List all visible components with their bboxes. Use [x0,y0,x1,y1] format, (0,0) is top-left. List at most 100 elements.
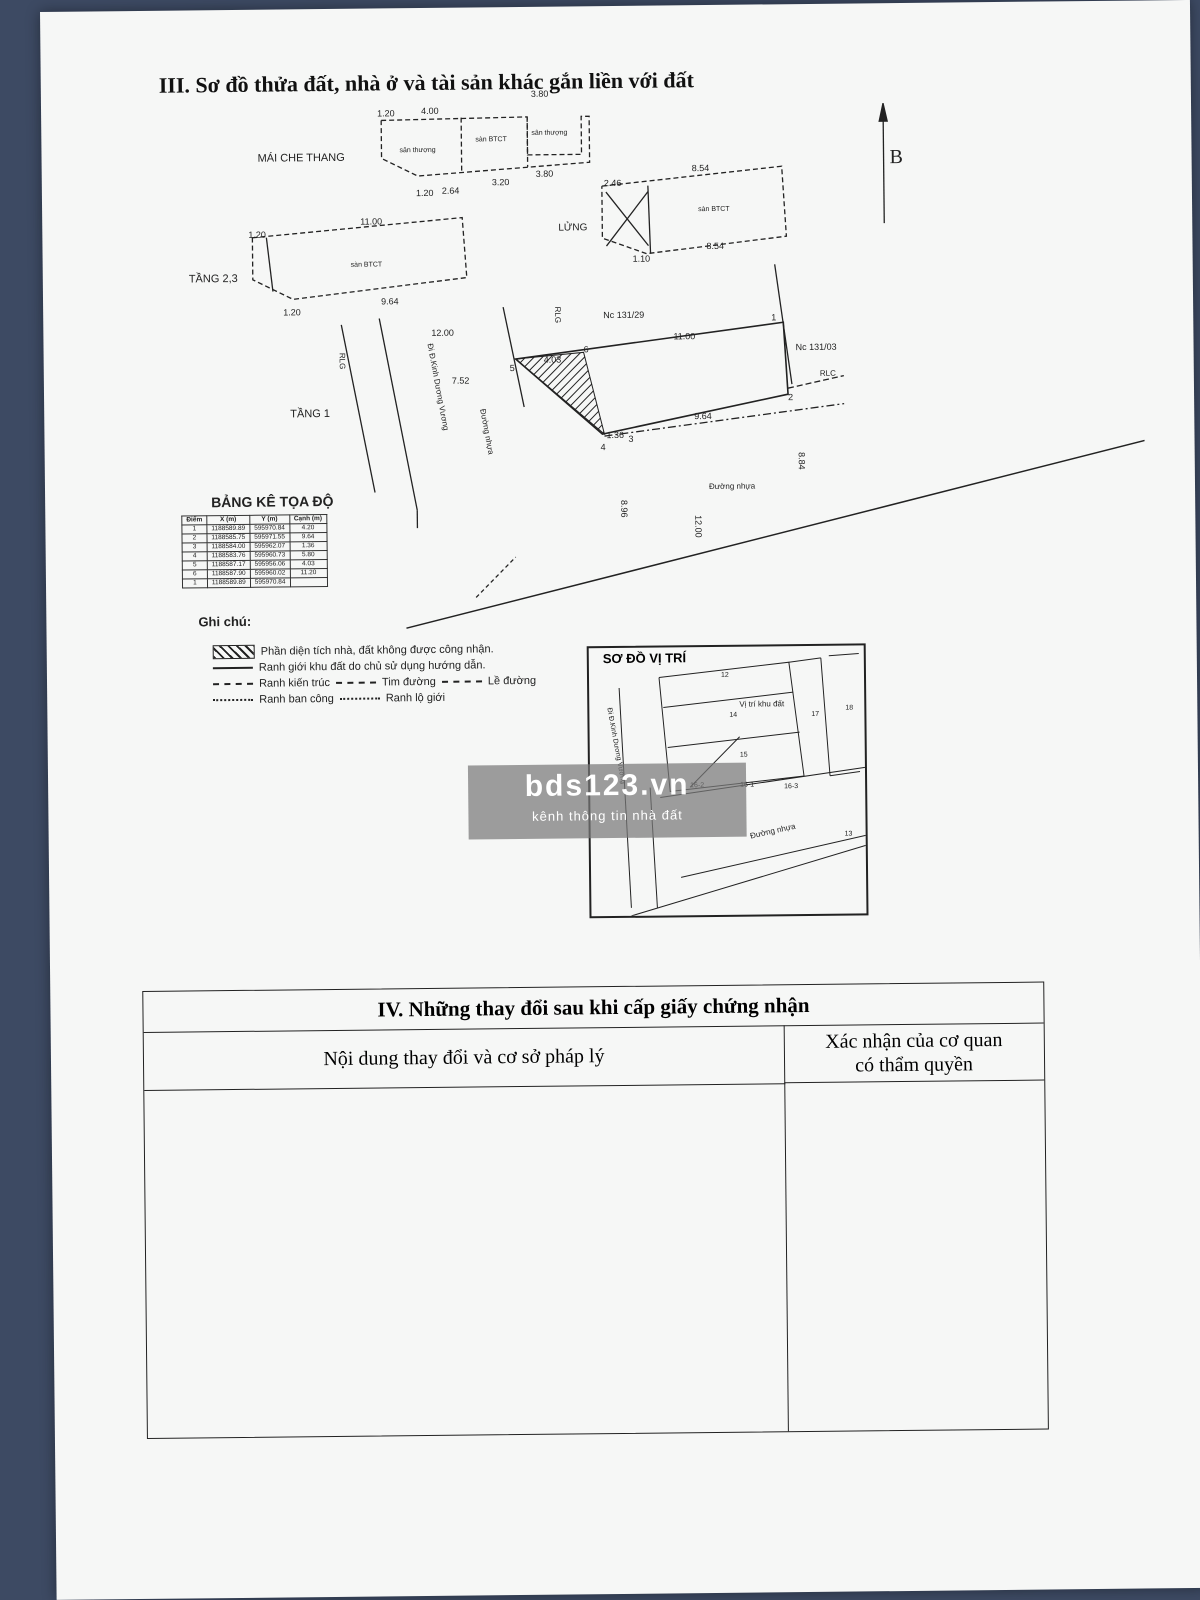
svg-text:5: 5 [510,363,515,373]
mezzanine-outline [601,165,788,255]
svg-text:RLC: RLC [820,369,836,378]
svg-text:9.64: 9.64 [381,296,399,306]
svg-text:sàn BTCT: sàn BTCT [698,206,730,213]
label-lot2: Nc 131/03 [795,342,836,352]
loc-num: 15 [740,752,748,759]
svg-text:1.36: 1.36 [606,430,624,440]
loc-vi-tri-label: Vị trí khu đất [739,699,785,708]
loc-num: 12 [721,672,729,679]
svg-text:1.20: 1.20 [416,188,434,198]
label-san-btct: sàn BTCT [475,136,507,143]
loc-num: 13 [845,831,853,838]
svg-text:8.54: 8.54 [692,163,710,173]
loc-num: 16-1 [740,782,754,789]
document-page: III. Sơ đồ thửa đất, nhà ở và tài sản kh… [40,0,1200,1600]
svg-text:1.20: 1.20 [248,230,266,240]
legend-item: Ranh kiến trúc [258,677,331,690]
changes-content-header: Nội dung thay đổi và cơ sở pháp lý [143,1025,786,1091]
label-tang23: TẦNG 2,3 [189,272,238,286]
coord-cell: 11.20 [289,568,328,578]
coord-cell: 1188584.00 [206,542,250,552]
svg-text:9.64: 9.64 [694,411,712,421]
svg-text:8.96: 8.96 [619,500,629,518]
coord-cell: 595960.02 [250,568,290,579]
svg-text:3.20: 3.20 [492,177,510,187]
coord-cell: 595960.73 [249,550,290,561]
svg-text:2.64: 2.64 [442,186,460,196]
coord-header: Điểm [181,515,207,526]
label-duong-nhua: Đường nhựa [709,482,756,491]
label-di-kdv: Đi Đ.Kinh Dương Vương [426,343,451,432]
coord-cell: 1188583.76 [207,551,251,561]
location-map-title: SƠ ĐỒ VỊ TRÍ [602,650,687,667]
coord-cell: 1188587.90 [207,569,251,579]
svg-text:4.03: 4.03 [544,355,562,365]
loc-num: 16-3 [784,783,798,790]
svg-text:11.00: 11.00 [673,331,695,341]
watermark-tagline: kênh thông tin nhà đất [532,807,683,824]
coord-cell: 4 [182,551,208,562]
coord-cell: 1188587.17 [207,560,251,570]
coord-cell: 5.80 [289,550,327,560]
coord-cell: 595971.55 [249,532,290,543]
svg-text:1.10: 1.10 [633,254,651,264]
legend-item: Ranh ban công [259,692,334,706]
dot-line-swatch [213,698,254,702]
svg-text:11.00: 11.00 [360,216,382,226]
svg-text:7.52: 7.52 [452,376,470,386]
svg-text:3.80: 3.80 [536,169,554,179]
svg-text:6: 6 [584,344,589,354]
coord-cell [289,577,328,587]
watermark-brand: bds123.vn [524,768,690,803]
north-arrow-head [878,103,889,122]
solid-line-swatch [212,666,253,670]
svg-text:RLG: RLG [553,307,562,324]
coord-cell: 595970.84 [250,577,291,588]
coord-cell: 595956.06 [250,559,290,570]
loc-num: 18 [845,705,853,712]
coord-header: X (m) [206,515,250,525]
label-lot1: Nc 131/29 [603,310,644,320]
svg-text:4: 4 [601,442,606,452]
coord-cell: 5 [182,560,208,571]
authority-cell [784,1081,1048,1432]
svg-text:RLG: RLG [338,353,347,370]
dot-line-swatch [339,697,380,700]
label-san-thuong: sân thượng [399,147,435,154]
svg-text:Đường nhựa: Đường nhựa [478,408,495,456]
coord-cell: 595970.84 [249,523,290,534]
svg-text:1: 1 [771,312,776,322]
coord-cell: 9.64 [289,532,327,542]
svg-text:8.54: 8.54 [706,241,724,251]
floor23-outline [251,216,468,301]
label-mai-che-thang: MÁI CHE THANG [257,151,344,165]
coord-cell: 1.36 [289,541,327,551]
coord-cell: 4.20 [289,523,327,533]
svg-text:1.20: 1.20 [283,307,301,317]
changes-table: IV. Những thay đổi sau khi cấp giấy chứn… [142,981,1049,1439]
loc-num: 17 [811,711,819,718]
coord-header: Cạnh (m) [289,514,327,524]
label-tang1: TẦNG 1 [290,407,330,420]
coord-cell: 6 [182,569,208,580]
location-map-drawing: 12 14 15 16-1 16-3 16-2 17 18 13 Vị trí … [605,652,866,917]
legend: Phần diện tích nhà, đất không được công … [212,641,537,708]
svg-text:12.00: 12.00 [431,328,454,338]
svg-text:Đường nhựa: Đường nhựa [749,822,797,841]
svg-text:2: 2 [788,392,793,402]
svg-text:12.00: 12.00 [693,515,703,538]
changes-content-cell [144,1083,789,1438]
authority-header: Xác nhận của cơ quan có thẩm quyền [783,1022,1045,1084]
legend-item: Tim đường [381,675,436,689]
svg-text:3: 3 [628,434,633,444]
plot-diagram: B MÁI CHE THANG TẦNG 2,3 TẦNG 1 LỬNG sân… [189,89,1145,629]
coord-cell: 1188585.75 [206,533,250,543]
svg-text:4.00: 4.00 [421,106,439,116]
authority-header-line2: có thẩm quyền [855,1053,974,1077]
loc-num: 14 [729,712,737,719]
coord-cell: 1 [181,524,207,535]
location-map: 12 14 15 16-1 16-3 16-2 17 18 13 Vị trí … [586,643,869,919]
svg-text:8.84: 8.84 [797,452,807,470]
